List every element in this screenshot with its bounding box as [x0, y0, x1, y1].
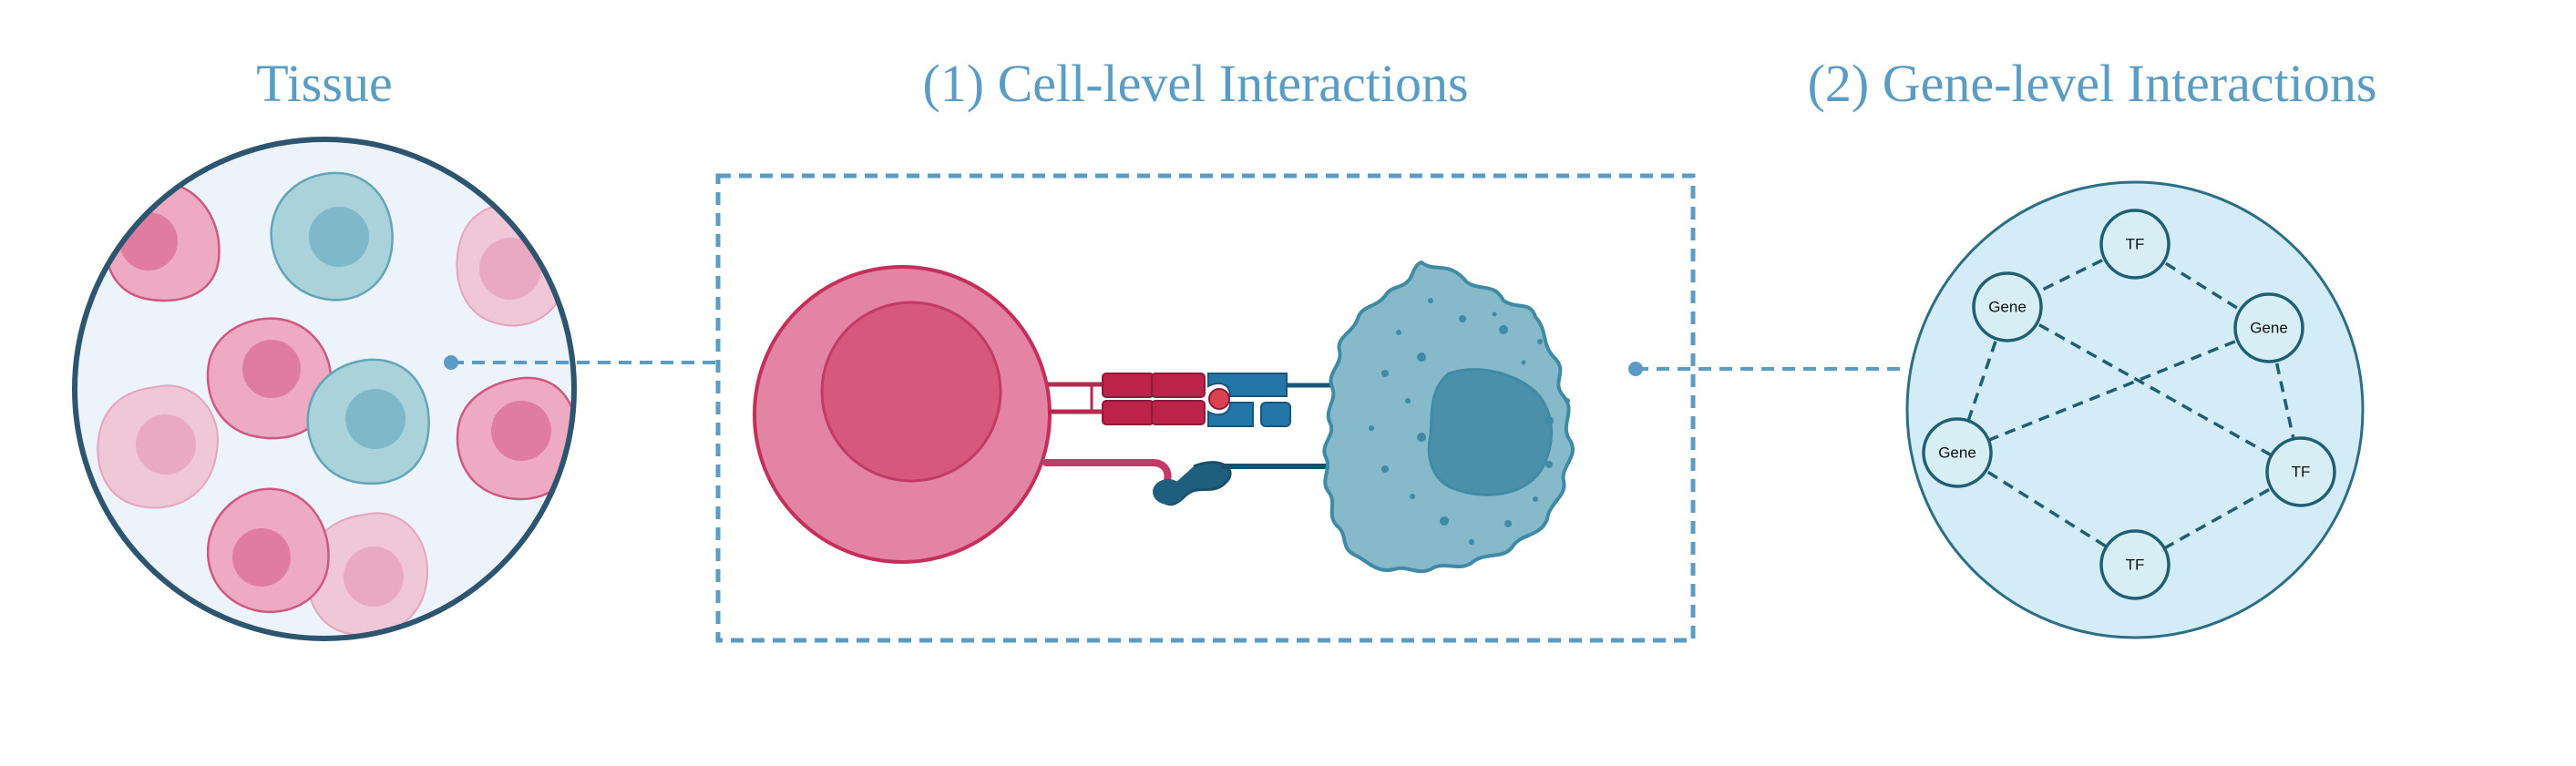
node-label: TF [2126, 236, 2145, 253]
tissue-cell-teal [270, 171, 394, 301]
tissue-cells [97, 171, 574, 637]
gene-network-nodes: TF Gene Gene Gene TF TF [1922, 209, 2336, 600]
tissue-cell-pink [206, 317, 333, 440]
gene-network-panel: TF Gene Gene Gene TF TF [1905, 180, 2365, 639]
network-edge [1956, 326, 2270, 454]
node-label: TF [2292, 464, 2311, 481]
gene-node: Gene [2233, 292, 2304, 363]
node-label: Gene [1988, 299, 2027, 316]
tf-node: TF [2099, 529, 2171, 600]
cell-level-title: (1) Cell-level Interactions [922, 54, 1469, 113]
gene-node: Gene [1922, 417, 1993, 488]
ligand-receptor-pair [1048, 373, 1339, 427]
secreted-signal [1042, 459, 1339, 506]
tissue-border [72, 137, 577, 641]
gene-node: Gene [1972, 271, 2043, 342]
tf-node: TF [2265, 436, 2336, 507]
node-label: Gene [1938, 444, 1976, 462]
blue-cell [1322, 260, 1575, 574]
tissue-title: Tissue [256, 54, 393, 113]
node-label: Gene [2250, 320, 2288, 337]
network-edge [2006, 305, 2302, 474]
tissue-cell-faint [97, 384, 219, 509]
tissue-cell-pink [206, 487, 330, 614]
tissue-cell-pink [456, 376, 574, 501]
tissue-cell-teal [306, 358, 430, 485]
cell-level-box [715, 173, 1696, 643]
gene-level-title: (2) Gene-level Interactions [1807, 54, 2377, 113]
tf-node: TF [2099, 209, 2171, 280]
network-edge [2134, 470, 2302, 567]
node-label: TF [2126, 557, 2145, 574]
pink-cell [753, 265, 1052, 564]
tissue-panel [72, 137, 577, 641]
